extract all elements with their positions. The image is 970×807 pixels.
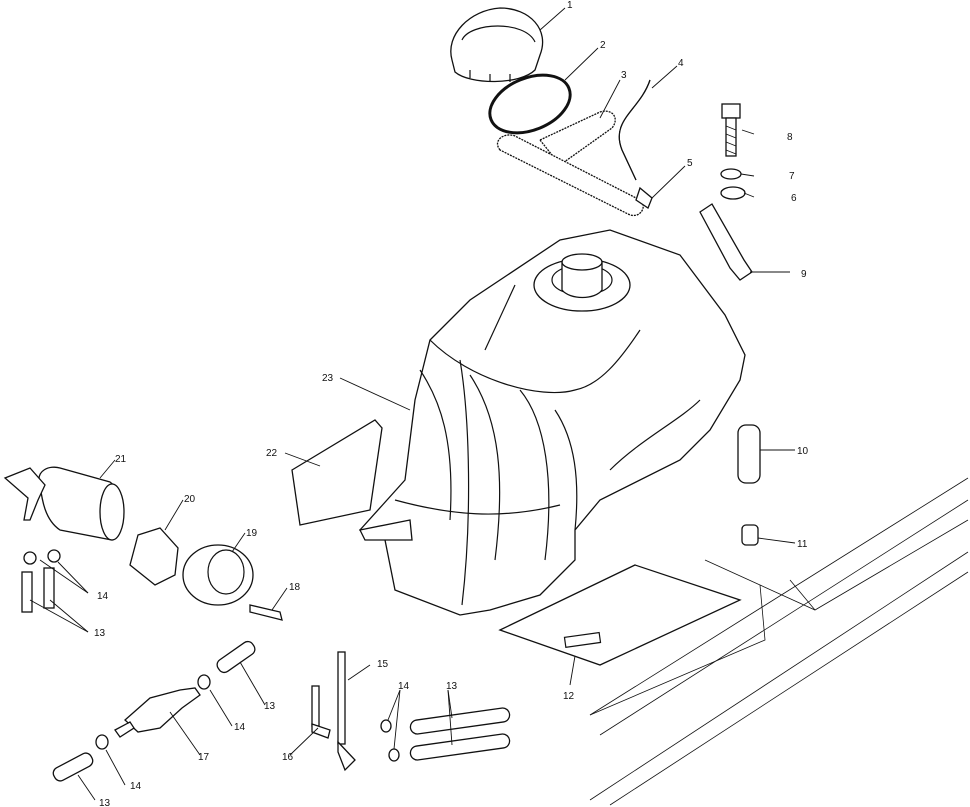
hex-nut — [129, 527, 179, 586]
callout-8: 8 — [787, 132, 793, 143]
callout-5: 5 — [687, 158, 693, 169]
pump-mount — [182, 544, 254, 606]
vent-tubes — [311, 651, 356, 772]
mount-bolt — [721, 103, 741, 157]
fuel-tank — [358, 229, 746, 616]
callout-4: 4 — [678, 58, 684, 69]
callout-2: 2 — [600, 40, 606, 51]
callout-16: 16 — [282, 752, 294, 763]
vent-fitting — [635, 186, 653, 209]
left-fuel-lines — [21, 549, 61, 613]
clamp-a — [380, 719, 392, 733]
callout-23: 23 — [322, 373, 334, 384]
callout-12: 12 — [563, 691, 575, 702]
heat-shield — [291, 419, 383, 526]
screw — [249, 604, 283, 621]
flat-washer — [720, 168, 742, 180]
rubber-spacer — [737, 424, 761, 484]
leader-lines — [29, 7, 796, 801]
hose-clamp — [197, 674, 211, 690]
lock-washer — [720, 186, 746, 200]
callout-19: 19 — [246, 528, 258, 539]
callout-20: 20 — [184, 494, 196, 505]
callout-18: 18 — [289, 582, 301, 593]
fuel-cap — [450, 7, 544, 83]
bushing — [741, 524, 759, 546]
callout-13-bottom: 13 — [99, 798, 111, 807]
foam-filter-pads — [496, 110, 644, 217]
callout-13-mid: 13 — [264, 701, 276, 712]
callout-15: 15 — [377, 659, 389, 670]
vent-hose — [618, 79, 651, 181]
callout-1: 1 — [567, 0, 573, 11]
callout-10: 10 — [797, 446, 809, 457]
callout-14-left: 14 — [97, 591, 109, 602]
callout-21: 21 — [115, 454, 127, 465]
long-hose-upper — [409, 707, 511, 735]
callout-13-left: 13 — [94, 628, 106, 639]
hose-clamp-lower — [95, 734, 109, 750]
callout-7: 7 — [789, 171, 795, 182]
callout-3: 3 — [621, 70, 627, 81]
callout-14-right: 14 — [398, 681, 410, 692]
callout-9: 9 — [801, 269, 807, 280]
clamp-b — [388, 748, 400, 762]
mount-bracket — [699, 203, 753, 281]
fuel-pump — [3, 466, 125, 541]
callout-13-right: 13 — [446, 681, 458, 692]
callout-22: 22 — [266, 448, 278, 459]
callout-14-mid: 14 — [234, 722, 246, 733]
gasket-ring — [488, 73, 572, 135]
callout-14-bottom: 14 — [130, 781, 142, 792]
long-hose-lower — [409, 733, 511, 761]
callout-labels: 1 2 3 4 5 6 7 8 9 10 11 12 13 13 13 13 1… — [94, 0, 809, 807]
inline-fuel-filter — [114, 687, 201, 738]
callout-17: 17 — [198, 752, 210, 763]
frame-rails — [589, 477, 969, 806]
short-hose-lower — [52, 752, 94, 782]
short-hose — [216, 640, 256, 674]
tank-pad — [498, 564, 742, 666]
callout-11: 11 — [797, 539, 808, 550]
callout-6: 6 — [791, 193, 797, 204]
